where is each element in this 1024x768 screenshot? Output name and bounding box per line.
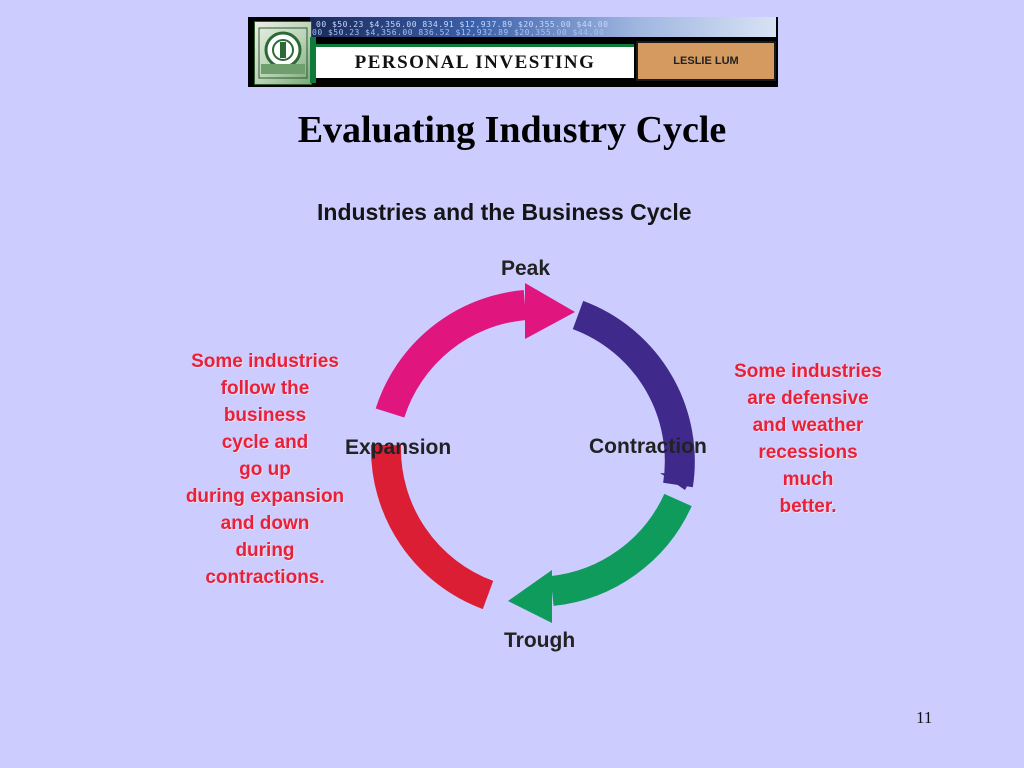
left-note-line: during xyxy=(235,540,295,561)
ticker-line-1: 00 $50.23 $4,356.00 834.91 $12,937.89 $2… xyxy=(316,20,609,29)
left-note-line: cycle and xyxy=(221,432,309,453)
logo-icon xyxy=(254,21,312,85)
right-note: Some industries are defensive and weathe… xyxy=(708,358,908,520)
banner-author: LESLIE LUM xyxy=(636,41,776,81)
right-note-line: recessions xyxy=(758,442,858,463)
expansion-arrow-icon xyxy=(375,283,575,418)
right-note-line: better. xyxy=(779,496,837,517)
left-note-line: contractions. xyxy=(205,567,325,588)
banner-title: PERSONAL INVESTING xyxy=(316,44,634,78)
page-number: 11 xyxy=(916,708,933,727)
left-note-line: and down xyxy=(220,513,310,534)
business-cycle-diagram xyxy=(370,283,695,623)
left-note-line: during expansion xyxy=(185,486,345,507)
stock-ticker-strip: 00 $50.23 $4,356.00 834.91 $12,937.89 $2… xyxy=(310,17,776,37)
left-note: Some industries follow the business cycl… xyxy=(160,348,370,591)
stage-label-expansion: Expansion xyxy=(345,436,452,459)
ticker-line-2: 00 $50.23 $4,356.00 836.52 $12,932.89 $2… xyxy=(312,28,605,37)
slide-title: Evaluating Industry Cycle xyxy=(297,109,727,151)
trough-arrow-icon xyxy=(508,493,692,623)
left-note-line: business xyxy=(223,405,307,426)
left-note-line: go up xyxy=(239,459,291,480)
stage-label-trough: Trough xyxy=(504,629,576,652)
stage-label-peak: Peak xyxy=(501,257,551,280)
right-note-line: and weather xyxy=(752,415,864,436)
diagram-title: Industries and the Business Cycle xyxy=(317,199,692,225)
right-note-line: Some industries xyxy=(734,361,882,382)
banner-accent-strip xyxy=(310,37,316,83)
right-note-line: are defensive xyxy=(747,388,869,409)
contraction-arrow-icon xyxy=(572,300,695,490)
recovery-arrow-icon xyxy=(370,444,494,610)
right-note-line: much xyxy=(782,469,834,490)
left-note-line: Some industries xyxy=(191,351,339,372)
stage-label-contraction: Contraction xyxy=(589,435,707,458)
header-banner: 00 $50.23 $4,356.00 834.91 $12,937.89 $2… xyxy=(248,17,778,87)
left-note-line: follow the xyxy=(220,378,310,399)
